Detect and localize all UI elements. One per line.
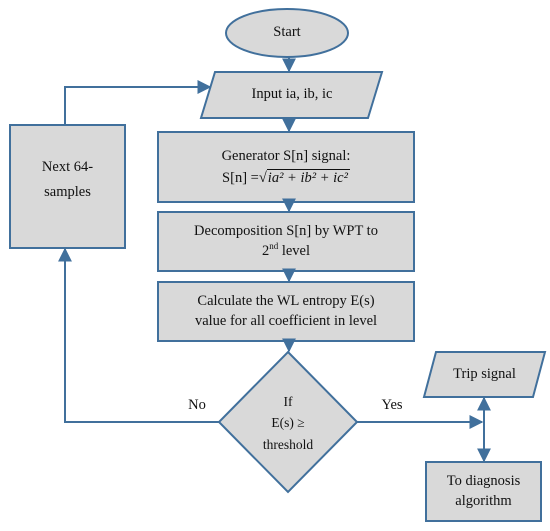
yes-edge-label: Yes	[374, 396, 410, 416]
trip-label: Trip signal	[430, 352, 539, 397]
input-label: Input ia, ib, ic	[208, 72, 376, 118]
diagnosis-label: To diagnosis algorithm	[426, 462, 541, 521]
generator-title: Generator S[n] signal:	[221, 147, 351, 164]
generator-label: Generator S[n] signal: S[n] =√ia² + ib² …	[158, 134, 414, 200]
decomposition-line1: Decomposition S[n] by WPT to	[194, 222, 378, 239]
next-samples-label: Next 64- samples	[10, 150, 125, 210]
decision-line1: If	[283, 393, 293, 409]
no-edge-label: No	[182, 396, 212, 416]
diagnosis-box	[425, 461, 542, 522]
next-samples-box	[9, 124, 126, 249]
no-text: No	[188, 397, 206, 414]
calculate-box	[157, 281, 415, 342]
level-superscript: nd	[269, 240, 279, 251]
decision-line2: E(s) ≥	[271, 415, 305, 431]
input-parallelogram	[199, 71, 384, 119]
decomposition-line2: 2nd level	[261, 240, 311, 262]
start-text: Start	[273, 24, 301, 41]
sqrt-symbol: √	[258, 170, 267, 186]
decision-label: If E(s) ≥ threshold	[238, 388, 338, 458]
generator-formula: S[n] =√ia² + ib² + ic²	[222, 167, 350, 189]
generator-box	[157, 131, 415, 203]
level-word: level	[281, 242, 311, 259]
decision-diamond	[217, 350, 359, 494]
formula-lhs: S[n] =	[222, 170, 259, 186]
next-line2: samples	[44, 184, 91, 200]
trip-parallelogram	[422, 351, 547, 398]
trip-text: Trip signal	[453, 365, 516, 382]
yes-text: Yes	[381, 397, 403, 414]
calculate-label: Calculate the WL entropy E(s) value for …	[158, 282, 414, 341]
calculate-line1: Calculate the WL entropy E(s)	[197, 292, 375, 309]
start-terminal	[225, 8, 349, 58]
calculate-line2: value for all coefficient in level	[194, 312, 378, 329]
formula-radicand: ia² + ib² + ic²	[266, 169, 350, 186]
start-label: Start	[226, 9, 348, 57]
decomposition-label: Decomposition S[n] by WPT to 2nd level	[158, 212, 414, 271]
input-text: Input ia, ib, ic	[251, 86, 333, 103]
level-number: 2	[261, 242, 270, 259]
diagnosis-line1: To diagnosis	[446, 472, 521, 489]
arrow-next-to-input	[64, 80, 212, 125]
diagnosis-line2: algorithm	[455, 492, 512, 509]
arrow-decision-no-to-next	[58, 247, 219, 423]
decision-line3: threshold	[262, 436, 314, 452]
next-line1: Next 64-	[41, 159, 94, 176]
